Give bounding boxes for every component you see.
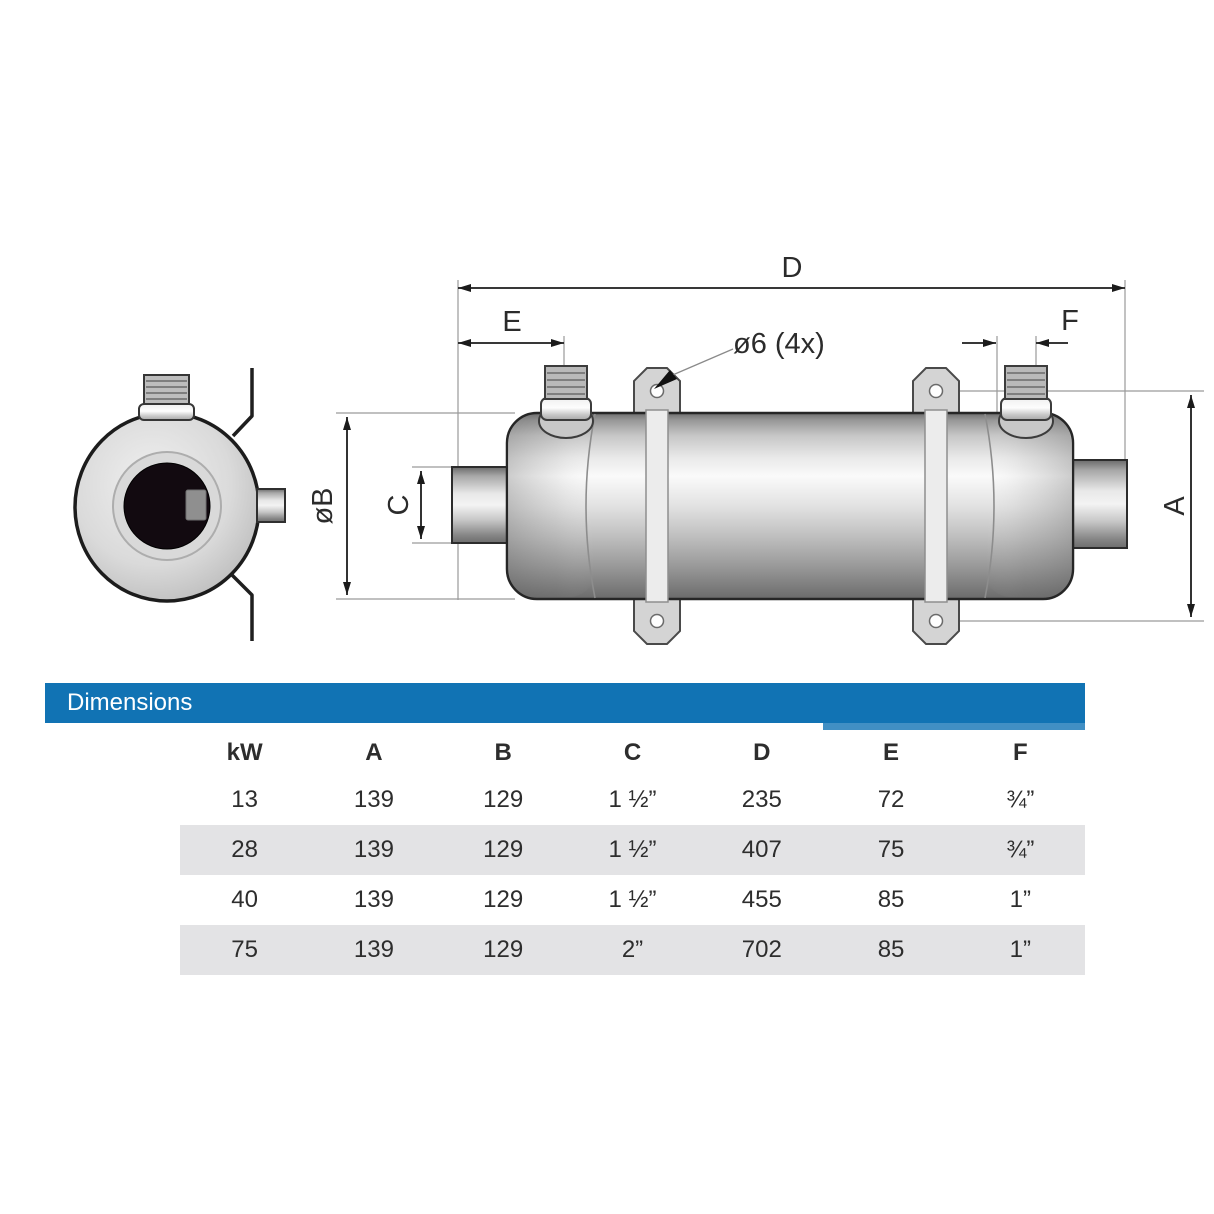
- dimension-lines: [343, 284, 1195, 617]
- left-cap-shading: [509, 415, 595, 597]
- dimension-labels: D E F øB C A ø6 (4x): [307, 252, 1191, 525]
- cell-e: 75: [877, 836, 905, 863]
- cell-d: 702: [741, 936, 782, 963]
- left-cap-seam: [585, 413, 596, 599]
- label-hole-callout: ø6 (4x): [733, 328, 825, 360]
- table-row: 28 139 129 1 ½” 407 75 ¾”: [45, 825, 1085, 875]
- label-F: F: [1061, 305, 1079, 337]
- table-corner-cell: [45, 730, 180, 775]
- end-view-bore: [123, 462, 211, 550]
- table-row: 13 139 129 1 ½” 235 72 ¾”: [45, 775, 1085, 825]
- label-B: øB: [307, 487, 339, 524]
- end-view-side-nub: [256, 488, 286, 523]
- end-view-inner-port: [185, 489, 207, 521]
- cell-c: 2”: [621, 936, 644, 963]
- cell-a: 139: [353, 836, 394, 863]
- label-A: A: [1159, 496, 1191, 516]
- cell-kw: 40: [231, 886, 258, 913]
- extension-lines: [336, 280, 1204, 622]
- cell-a: 139: [353, 936, 394, 963]
- col-header-b: B: [494, 738, 512, 766]
- end-view: [73, 368, 286, 641]
- cell-d: 455: [741, 886, 782, 913]
- heat-exchanger-diagram: D E F øB C A ø6 (4x): [73, 252, 1204, 645]
- hole-callout-leader: [667, 348, 734, 378]
- cell-kw: 13: [231, 786, 258, 813]
- strap-right: [924, 409, 948, 603]
- col-header-d: D: [753, 738, 771, 766]
- table-header-row: kW A B C D E F: [45, 730, 1085, 775]
- cell-kw: 28: [231, 836, 258, 863]
- cell-a: 139: [353, 786, 394, 813]
- right-threaded-fitting: [998, 365, 1054, 439]
- bracket-holes: [649, 383, 944, 629]
- col-header-kw: kW: [226, 738, 263, 766]
- cell-f: ¾”: [1006, 786, 1035, 813]
- dimensions-table: Dimensions kW A B C D E F 13 139 129 1 ½…: [45, 683, 1085, 975]
- cell-b: 129: [483, 936, 524, 963]
- label-D: D: [782, 252, 803, 284]
- cell-f: 1”: [1009, 936, 1032, 963]
- cell-c: 1 ½”: [608, 836, 657, 863]
- cell-d: 407: [741, 836, 782, 863]
- label-E: E: [502, 306, 521, 338]
- diagram-area: D E F øB C A ø6 (4x): [73, 252, 1204, 645]
- left-stub-pipe: [451, 466, 511, 544]
- cell-b: 129: [483, 886, 524, 913]
- cell-e: 72: [877, 786, 905, 813]
- label-C: C: [383, 495, 415, 516]
- right-cap-seam: [984, 413, 995, 599]
- table-title-bar: Dimensions: [45, 683, 1085, 730]
- table-title: Dimensions: [67, 689, 193, 716]
- end-view-fitting: [138, 374, 195, 421]
- left-threaded-fitting: [538, 365, 594, 439]
- hole-callout-arrowhead: [654, 370, 677, 389]
- table-row: 40 139 129 1 ½” 455 85 1”: [45, 875, 1085, 925]
- cell-d: 235: [741, 786, 782, 813]
- side-view: [451, 365, 1128, 645]
- cell-c: 1 ½”: [608, 886, 657, 913]
- col-header-c: C: [623, 738, 642, 766]
- right-cap-shading: [985, 415, 1071, 597]
- cell-f: ¾”: [1006, 836, 1035, 863]
- col-header-a: A: [365, 738, 383, 766]
- table-title-accent: [823, 723, 1085, 730]
- cell-kw: 75: [231, 936, 258, 963]
- cell-b: 129: [483, 786, 524, 813]
- cell-e: 85: [877, 886, 905, 913]
- cell-f: 1”: [1009, 886, 1032, 913]
- cell-a: 139: [353, 886, 394, 913]
- table-row: 75 139 129 2” 702 85 1”: [45, 925, 1085, 975]
- col-header-e: E: [883, 738, 900, 766]
- col-header-f: F: [1013, 738, 1028, 766]
- cell-b: 129: [483, 836, 524, 863]
- end-view-bracket-edges: [229, 368, 254, 641]
- strap-left: [645, 409, 669, 603]
- cell-c: 1 ½”: [608, 786, 657, 813]
- cell-e: 85: [877, 936, 905, 963]
